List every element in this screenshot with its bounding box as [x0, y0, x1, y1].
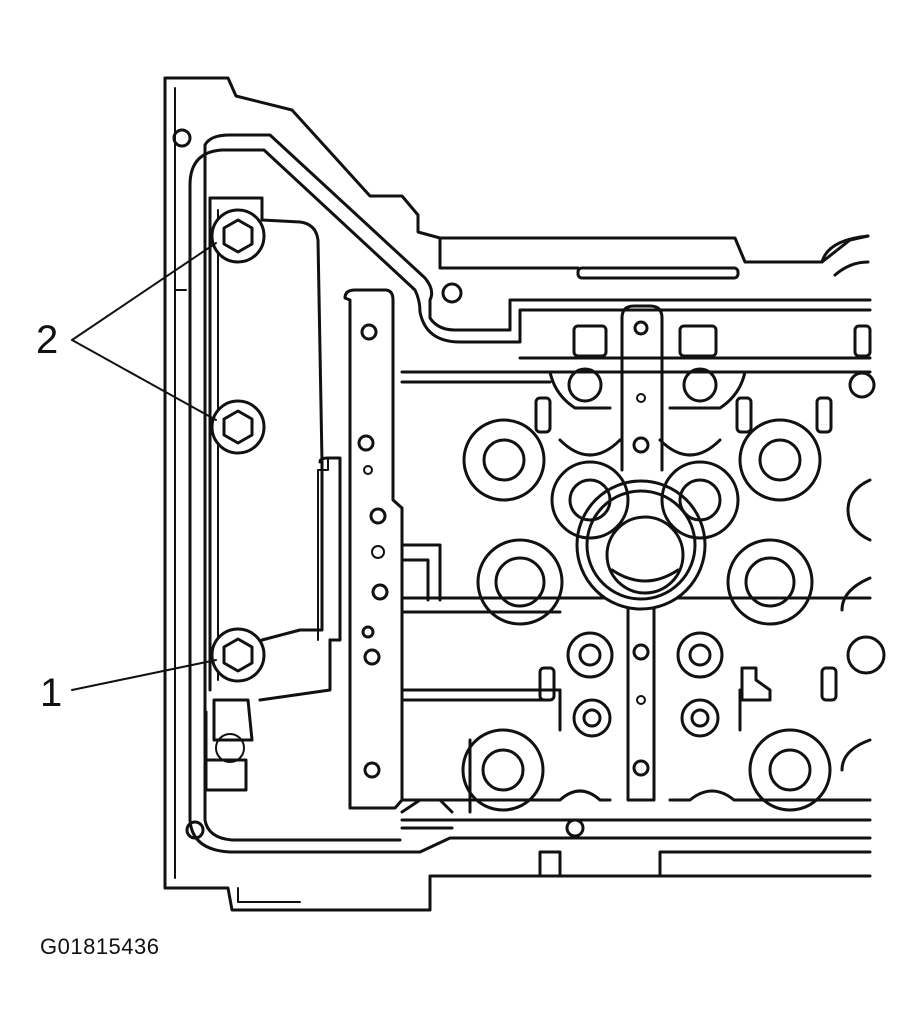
leader-2-upper — [71, 242, 217, 341]
valve-cups — [461, 418, 872, 812]
leader-2-middle — [71, 339, 217, 421]
bolt-boss-plate — [204, 196, 324, 792]
lugs — [534, 266, 872, 702]
callout-1: 1 — [40, 671, 62, 715]
guide-strip — [258, 288, 404, 810]
spring-retainers — [566, 367, 886, 738]
callout-2: 2 — [36, 318, 58, 362]
lower-outline — [400, 688, 872, 878]
hex-bolt-upper — [210, 208, 266, 264]
leader-1 — [71, 659, 217, 691]
figure-id: G01815436 — [40, 934, 160, 959]
hex-bolt-lower — [210, 627, 266, 683]
center-strap — [575, 304, 707, 802]
valve-rails — [400, 370, 872, 822]
upper-right-outline — [438, 234, 872, 457]
leader-lines — [71, 242, 217, 691]
hex-bolt-middle — [210, 399, 266, 455]
head-casting — [163, 76, 872, 912]
